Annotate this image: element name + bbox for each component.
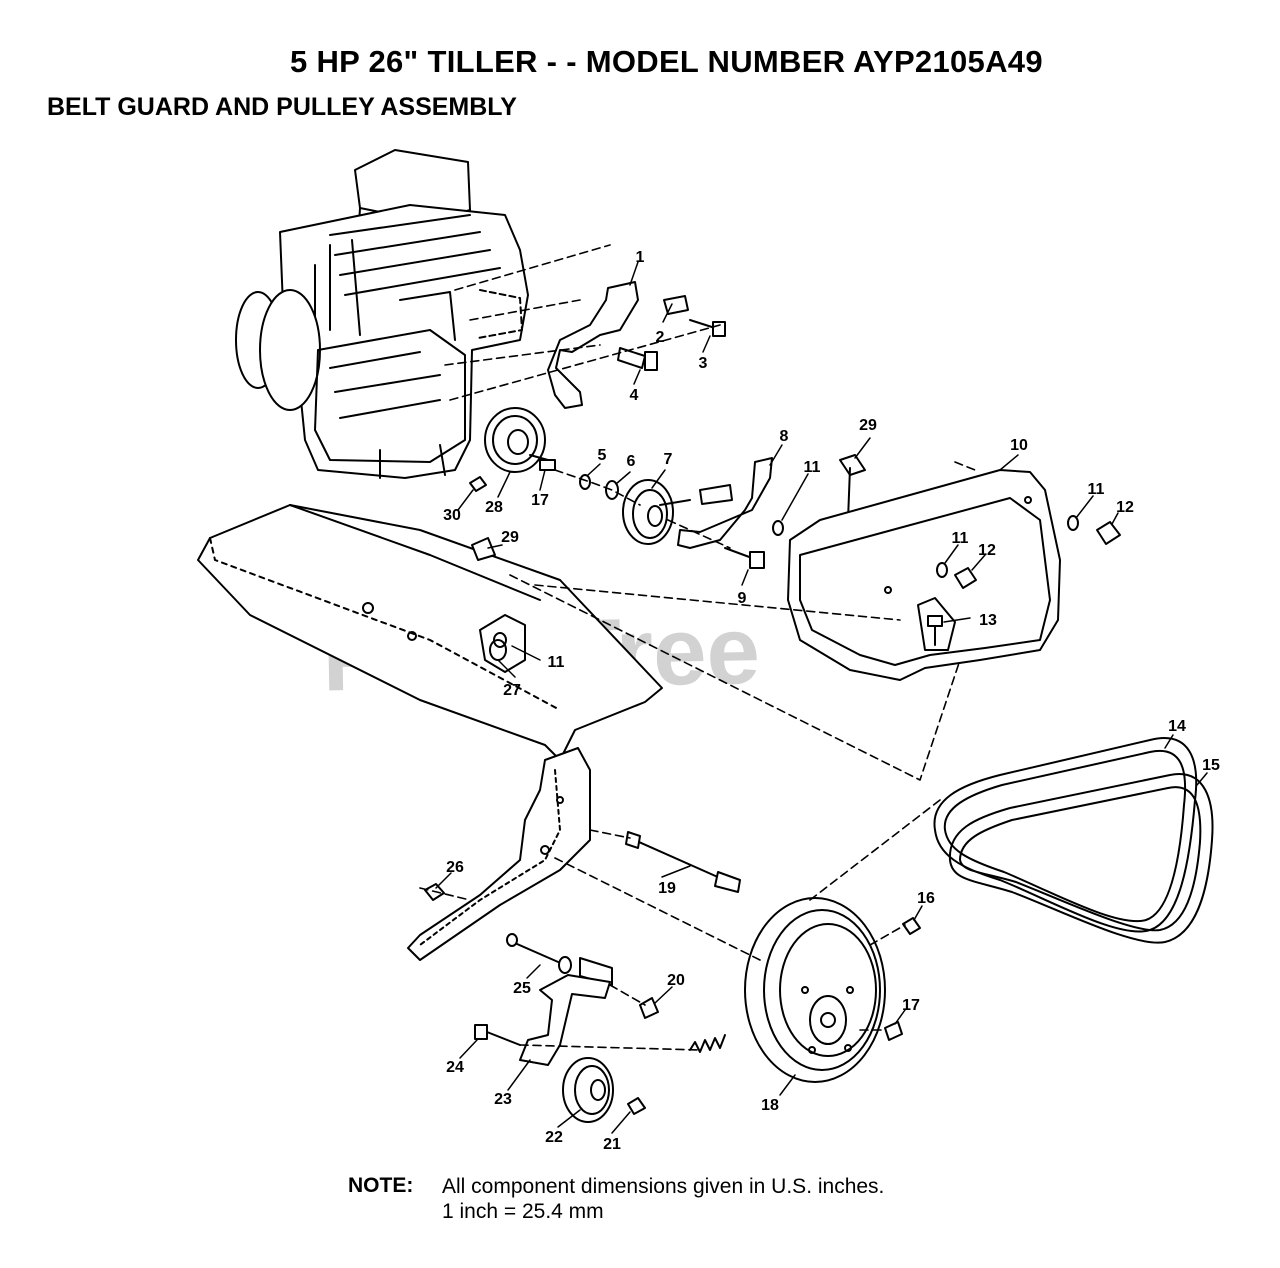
callout-30: 30 [443,507,461,524]
callout-3: 3 [699,355,708,372]
part-10-belt-guard [787,469,1061,681]
part-9-bolt [724,547,765,569]
callout-4: 4 [630,387,639,404]
part-21-nut [627,1097,646,1115]
part-13-screw [927,615,943,646]
callout-16: 16 [917,890,935,907]
callout-14: 14 [1168,718,1186,735]
part-5-nut [579,474,591,490]
part-8-idler-arm [677,457,773,549]
part-18-large-pulley [744,897,886,1083]
part-11-washer-a [772,520,784,536]
part-14-belt [933,737,1198,933]
assembly-lines [419,244,976,1051]
callout-17-b: 17 [902,997,920,1014]
callout-11-c: 11 [1088,481,1105,498]
part-25-shaft [506,933,613,986]
part-22-pulley [562,1057,614,1123]
part-1-bracket [547,281,639,409]
callout-20: 20 [667,972,685,989]
part-30-setscrew [469,476,487,492]
callout-25: 25 [513,980,531,997]
part-20-clip [639,997,659,1019]
callout-10: 10 [1010,437,1028,454]
part-12-nut-a [954,567,977,589]
part-17-key-lower [884,1021,903,1041]
part-28-pulley [484,407,549,473]
diagram-title: 5 HP 26" TILLER - - MODEL NUMBER AYP2105… [290,44,1043,79]
callout-1: 1 [636,249,645,266]
part-11-washer-b [936,562,948,578]
callout-26: 26 [446,859,464,876]
callout-5: 5 [598,447,607,464]
part-12-nut-b [1096,521,1121,545]
diagram-subtitle: BELT GUARD AND PULLEY ASSEMBLY [47,93,517,121]
callout-19: 19 [658,880,676,897]
part-4-bolt [617,347,658,371]
callouts: 1 2 3 4 5 6 7 8 9 10 11 11 11 11 12 12 1… [443,249,1220,1153]
callout-15: 15 [1202,757,1220,774]
callout-7: 7 [664,451,673,468]
callout-2: 2 [656,329,665,346]
callout-29-a: 29 [859,417,877,434]
callout-11-d: 11 [548,654,565,671]
part-23-idler-arm [519,974,611,1066]
callout-6: 6 [627,453,636,470]
callout-22: 22 [545,1129,563,1146]
part-29-clip-upper [839,454,866,476]
callout-18: 18 [761,1097,779,1114]
engine [235,149,529,479]
part-15-belt [948,773,1214,944]
frame-bracket [407,747,591,961]
tine-shield [197,504,663,761]
part-17-key-upper [539,459,556,471]
part-11-washer-c [1067,515,1079,531]
callout-9: 9 [738,590,747,607]
part-16-setscrew [902,917,921,935]
part-29-clip-lower [471,537,496,561]
part-7-pulley [622,479,691,545]
callout-23: 23 [494,1091,512,1108]
note-text: All component dimensions given in U.S. i… [442,1175,885,1223]
callout-29-b: 29 [501,529,519,546]
note-label: NOTE: [348,1174,414,1197]
callout-28: 28 [485,499,503,516]
part-27-bracket [479,614,526,673]
leader-lines [435,261,1208,1134]
callout-8: 8 [780,428,789,445]
callout-27: 27 [503,682,521,699]
spring [689,1034,726,1053]
callout-13: 13 [979,612,997,629]
callout-12-a: 12 [978,542,996,559]
callout-11-b: 11 [952,530,969,547]
part-19-shaft [625,831,741,893]
part-24-bolt [474,1024,521,1046]
callout-21: 21 [603,1136,621,1153]
callout-11-a: 11 [804,459,821,476]
callout-12-b: 12 [1116,499,1134,516]
callout-17-a: 17 [531,492,549,509]
callout-24: 24 [446,1059,464,1076]
